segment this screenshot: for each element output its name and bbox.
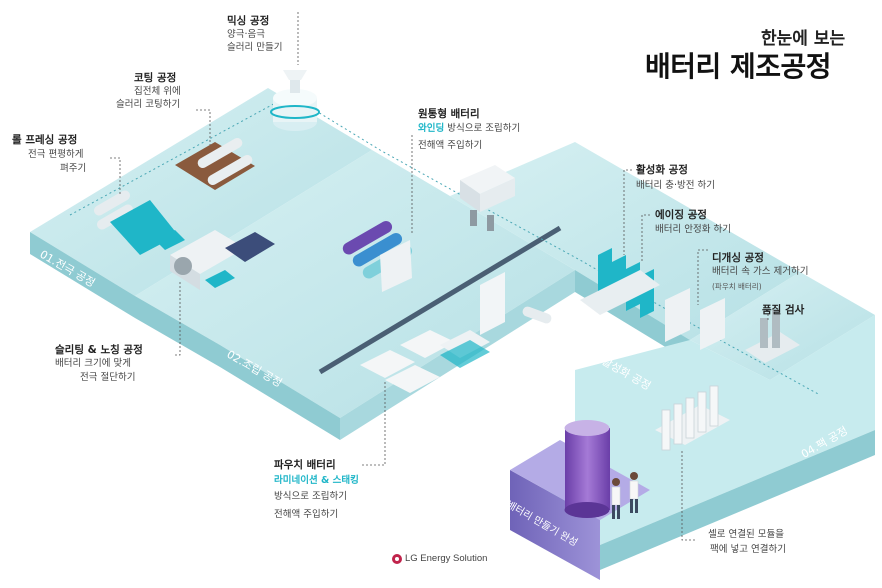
pack-desc-1: 셀로 연결된 모듈을 bbox=[708, 529, 784, 540]
winding-machine bbox=[342, 221, 413, 292]
pouch-desc-2: 방식으로 조립하기 bbox=[274, 491, 347, 502]
activation-title: 활성화 공정 bbox=[636, 164, 688, 176]
pouch-desc-3: 전해액 주입하기 bbox=[274, 509, 339, 520]
lg-logo-mark bbox=[392, 554, 402, 564]
aging-title: 에이징 공정 bbox=[655, 209, 707, 221]
mixing-desc-2: 슬러리 만들기 bbox=[227, 42, 283, 53]
qc-title: 품질 검사 bbox=[762, 304, 805, 316]
degas-title: 디개싱 공정 bbox=[712, 252, 764, 264]
cylindrical-desc-1-rest: 방식으로 조립하기 bbox=[444, 123, 521, 134]
coating-title: 코팅 공정 bbox=[134, 72, 177, 84]
qc-station bbox=[745, 310, 800, 363]
mixing-title: 믹싱 공정 bbox=[227, 15, 270, 27]
slitting-desc-1: 배터리 크기에 맞게 bbox=[55, 358, 131, 369]
degas-desc-1: 배터리 속 가스 제거하기 bbox=[712, 266, 809, 277]
rollpress-desc-2: 펴주기 bbox=[60, 163, 87, 174]
page-title: 배터리 제조공정 bbox=[645, 50, 832, 83]
rollpress-title: 롤 프레싱 공정 bbox=[12, 134, 78, 146]
cylindrical-highlight: 와인딩 bbox=[418, 123, 445, 134]
floor-platform bbox=[30, 88, 875, 570]
header-line1: 한눈에 보는 bbox=[761, 29, 846, 49]
activation-desc-1: 배터리 충·방전 하기 bbox=[636, 180, 715, 191]
degas-desc-2: (파우치 배터리) bbox=[712, 282, 762, 291]
worker-figures bbox=[611, 472, 639, 519]
rollpress-desc-1: 전극 편평하게 bbox=[28, 149, 84, 160]
pouch-highlight: 라미네이션 & 스태킹 bbox=[274, 475, 359, 486]
slitting-machine bbox=[155, 230, 275, 290]
cylindrical-title: 원통형 배터리 bbox=[418, 108, 480, 120]
pack-modules bbox=[655, 385, 730, 451]
pouch-title: 파우치 배터리 bbox=[274, 459, 336, 471]
mixing-desc-1: 양극·음극 bbox=[227, 29, 265, 40]
injection-machine bbox=[460, 165, 515, 231]
leader-lines bbox=[110, 12, 769, 541]
coating-desc-1: 집전체 위에 bbox=[134, 86, 181, 97]
coating-machine bbox=[175, 138, 255, 190]
slitting-title: 슬리팅 & 노칭 공정 bbox=[55, 344, 143, 356]
mixing-machine bbox=[270, 70, 320, 131]
pack-desc-2: 팩에 넣고 연결하기 bbox=[710, 544, 786, 555]
pouch-stacking-machine bbox=[360, 272, 552, 393]
activation-racks bbox=[580, 248, 725, 350]
cylindrical-desc-1: 와인딩 방식으로 조립하기 bbox=[418, 122, 520, 135]
aging-desc-1: 배터리 안정화 하기 bbox=[655, 224, 731, 235]
battery-cylinder bbox=[564, 420, 610, 518]
slitting-desc-2: 전극 절단하기 bbox=[80, 372, 136, 383]
cylindrical-desc-2: 전해액 주입하기 bbox=[418, 140, 483, 151]
coating-desc-2: 슬러리 코팅하기 bbox=[116, 99, 181, 110]
lg-logo-text: LG Energy Solution bbox=[405, 553, 488, 564]
